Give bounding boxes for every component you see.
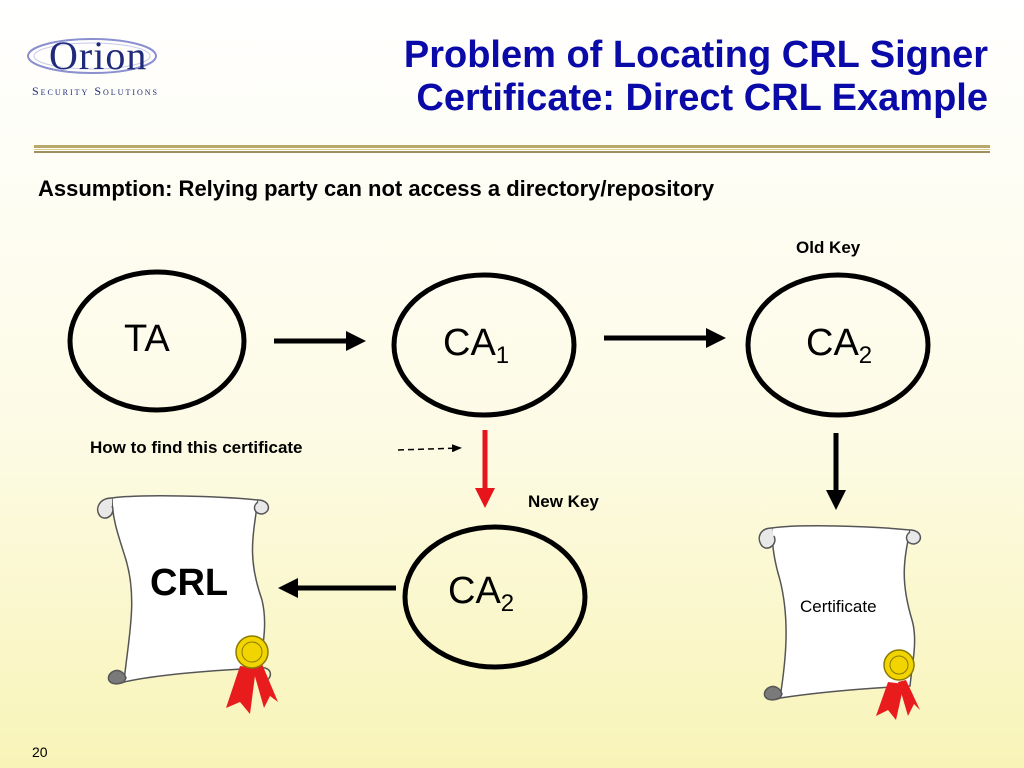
new-key-label: New Key xyxy=(528,492,599,511)
assumption-text: Assumption: Relying party can not access… xyxy=(38,176,715,201)
logo-word: Orion xyxy=(49,33,148,78)
slide-title: Problem of Locating CRL Signer Certifica… xyxy=(404,34,988,120)
ca2-top-node-label: CA2 xyxy=(806,322,872,370)
ca2-top-text: CA xyxy=(806,322,859,364)
ca2-bottom-node-label: CA2 xyxy=(448,570,514,618)
how-to-find-label: How to find this certificate xyxy=(90,438,303,457)
certificate-seal-icon xyxy=(876,649,920,720)
old-key-label: Old Key xyxy=(796,238,861,257)
logo-swoosh-icon xyxy=(27,38,157,74)
ca1-subscript: 1 xyxy=(495,342,510,369)
ca1-text: CA xyxy=(443,322,496,364)
ca2-bottom-text: CA xyxy=(448,570,501,612)
crl-label: CRL xyxy=(150,562,229,604)
arrow-ta-to-ca1 xyxy=(274,331,366,351)
arrow-ca1-to-ca2 xyxy=(604,328,726,348)
ca1-node-label: CA1 xyxy=(443,322,509,370)
logo-subtitle: Security Solutions xyxy=(32,84,160,98)
ca2-bottom-node xyxy=(402,524,588,670)
ca2-top-subscript: 2 xyxy=(858,342,873,369)
ta-node-label: TA xyxy=(124,318,170,361)
ca2-top-node xyxy=(745,272,931,418)
certificate-label: Certificate xyxy=(800,597,877,616)
arrow-ca1-to-ca2-new-key xyxy=(475,430,495,508)
crl-seal-icon xyxy=(226,635,278,714)
title-line-2: Certificate: Direct CRL Example xyxy=(416,77,988,119)
title-line-1: Problem of Locating CRL Signer xyxy=(403,34,988,76)
ca1-node xyxy=(391,272,577,418)
certificate-scroll-icon xyxy=(758,525,922,701)
ta-node xyxy=(67,269,247,413)
orion-logo: Orion Security Solutions xyxy=(22,24,197,104)
page-number: 20 xyxy=(32,744,48,760)
arrow-ca2-to-certificate xyxy=(826,433,846,510)
ca2-bottom-subscript: 2 xyxy=(500,590,515,617)
crl-scroll-icon xyxy=(96,495,272,685)
ta-text: TA xyxy=(124,318,170,360)
dashed-pointer-arrow xyxy=(397,444,462,453)
arrow-ca2-to-crl xyxy=(278,578,396,598)
title-divider xyxy=(34,145,990,153)
